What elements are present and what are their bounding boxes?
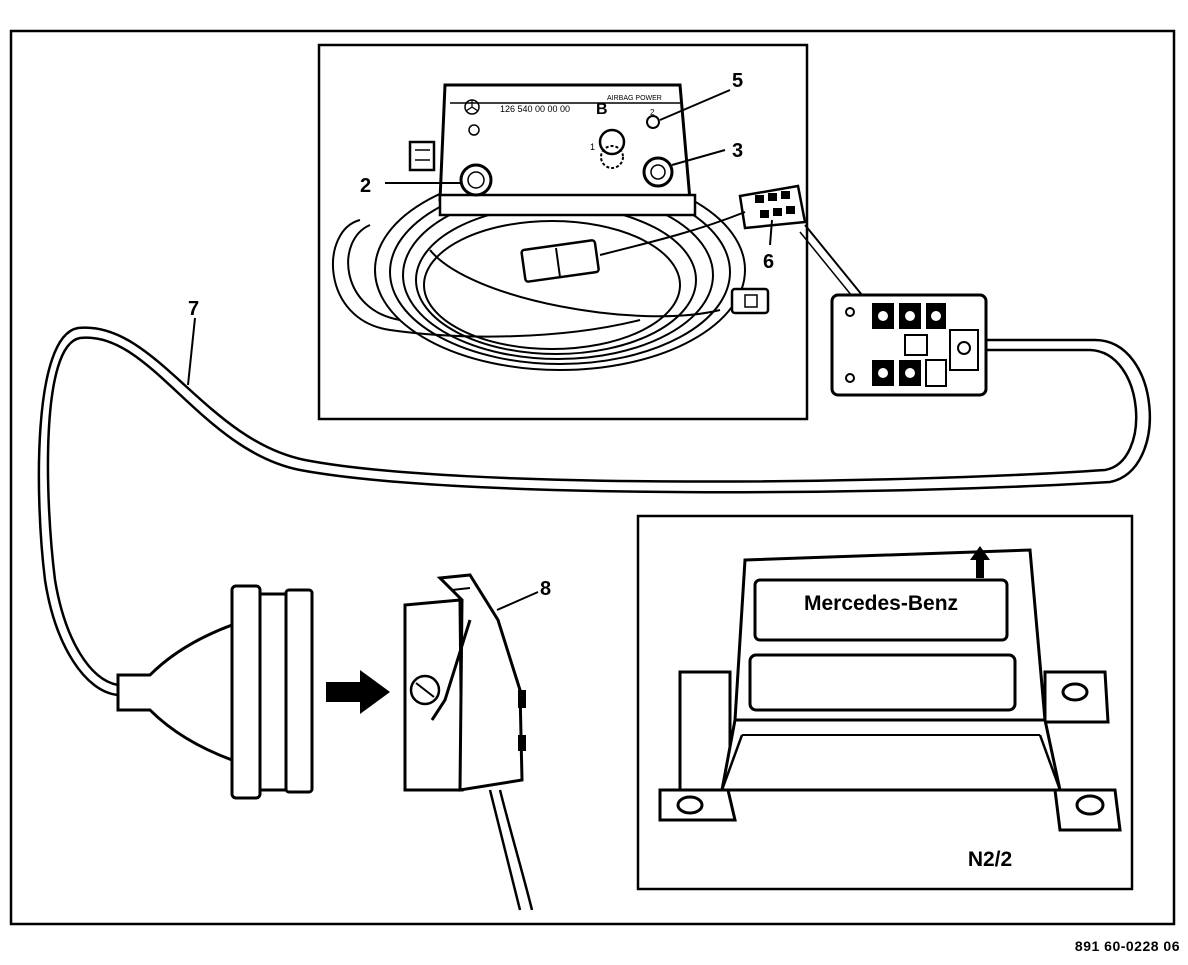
connector-6 (738, 184, 807, 230)
callout-8: 8 (540, 578, 551, 600)
callout-5: 5 (732, 70, 743, 92)
arrow-right-icon (326, 670, 390, 714)
knob-label-2: 2 (650, 108, 655, 117)
socket-8 (403, 573, 534, 911)
tester-panel: 126 540 00 00 00 B AIRBAG POWER 1 2 (317, 43, 809, 421)
round-connector (116, 584, 314, 800)
led-label: AIRBAG POWER (607, 95, 662, 102)
callout-3: 3 (732, 140, 743, 162)
part-number: 126 540 00 00 00 (500, 104, 570, 114)
control-unit-panel: Mercedes-Benz N2/2 (636, 514, 1134, 891)
adapter-block (830, 293, 988, 397)
figure-reference: 891 60-0228 06 (1074, 938, 1180, 954)
up-arrow-icon (970, 546, 990, 578)
unit-designation: N2/2 (968, 848, 1012, 871)
outer-frame (9, 29, 1176, 926)
brand-label: Mercedes-Benz (804, 592, 958, 615)
knob-label-1: 1 (590, 142, 595, 152)
cable-7 (37, 326, 1152, 697)
brand-letter: B (596, 101, 608, 118)
callout-6: 6 (763, 251, 774, 273)
button-2 (459, 163, 493, 197)
callout-2: 2 (360, 175, 371, 197)
button-3 (642, 156, 674, 188)
callout-7: 7 (188, 298, 199, 320)
